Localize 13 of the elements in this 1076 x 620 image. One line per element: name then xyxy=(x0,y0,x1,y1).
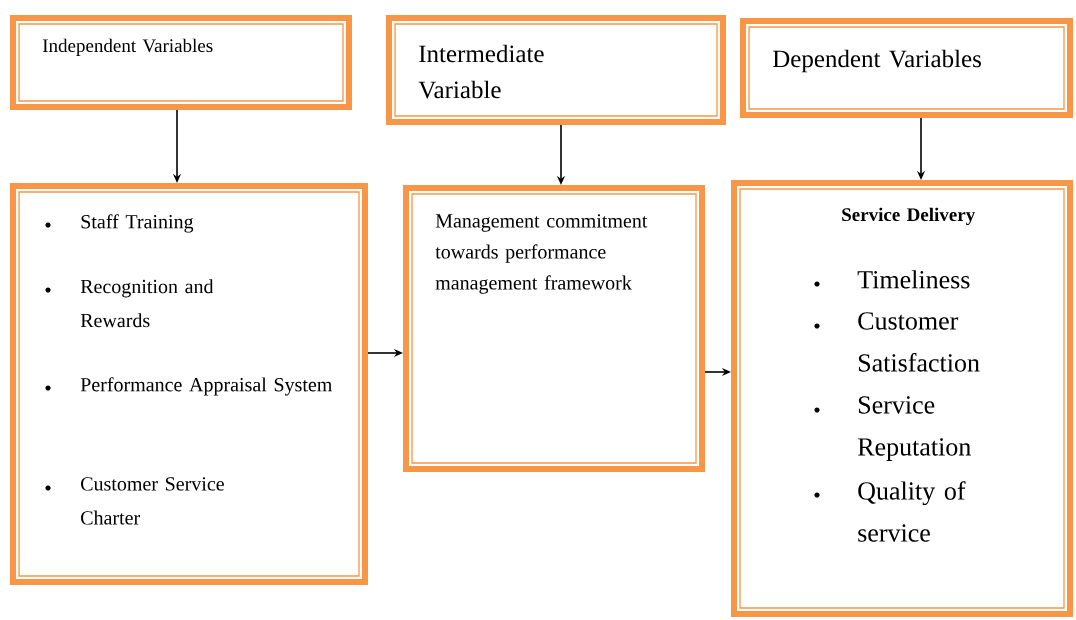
bullet-item: Customer Satisfaction xyxy=(814,312,980,372)
bullet-item: Timeliness xyxy=(814,270,970,289)
bullet-item: Staff Training xyxy=(45,214,194,233)
bullet-item: Quality of service xyxy=(814,481,966,542)
heading: Independent Variables xyxy=(42,38,213,56)
bullet-item: Customer Service Charter xyxy=(45,477,224,525)
heading: Intermediate Variable xyxy=(418,44,544,99)
heading: Dependent Variables xyxy=(772,49,981,73)
box-text: Management commitment towards performance management framework xyxy=(435,214,648,294)
bullet-item: Recognition and Rewards xyxy=(45,279,214,328)
bullet-item: Service Reputation xyxy=(814,396,971,461)
heading: Service Delivery xyxy=(842,207,976,225)
bullet-item: Performance Appraisal System xyxy=(45,377,333,396)
